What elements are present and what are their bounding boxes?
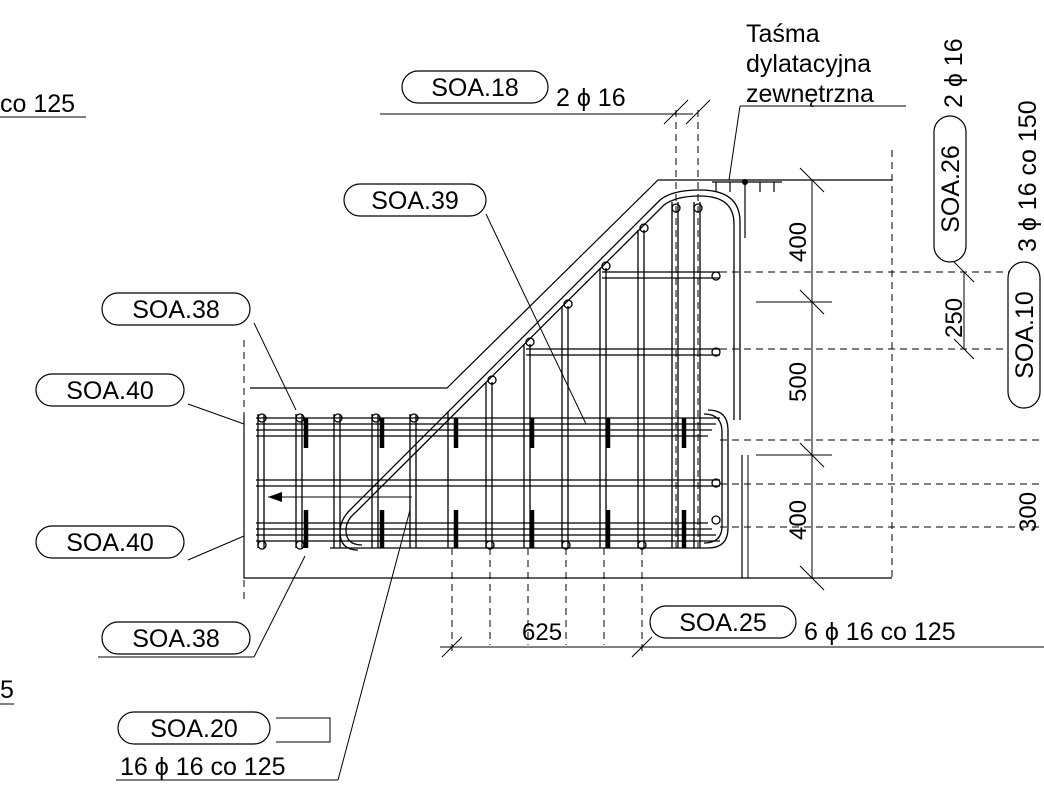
leader-lines bbox=[0, 113, 1044, 781]
soa25-label: SOA.25 bbox=[679, 609, 767, 637]
soa40-bottom-callout: SOA.40 bbox=[35, 525, 185, 559]
soa26-label: SOA.26 bbox=[937, 145, 965, 233]
soa25-bars: 6 ϕ 16 co 125 bbox=[804, 618, 956, 646]
soa26-bars: 2 ϕ 16 bbox=[940, 38, 968, 108]
dim-400-top: 400 bbox=[785, 222, 812, 262]
tape-line3: zewnętrzna bbox=[746, 80, 874, 108]
dimension-lines bbox=[440, 99, 975, 658]
tape-line2: dylatacyjna bbox=[746, 50, 871, 78]
soa10-callout: SOA.10 bbox=[1007, 261, 1041, 409]
soa25-callout: SOA.25 6 ϕ 16 co 125 625 bbox=[522, 605, 956, 646]
soa38-top-callout: SOA.38 bbox=[101, 292, 251, 326]
dim-500: 500 bbox=[785, 362, 812, 402]
soa20-bars: 16 ϕ 16 co 125 bbox=[120, 753, 286, 781]
soa40-top-callout: SOA.40 bbox=[35, 373, 185, 407]
soa26-callout: SOA.26 bbox=[933, 115, 967, 263]
soa38-bottom-callout: SOA.38 bbox=[101, 621, 251, 655]
concrete-outline bbox=[243, 179, 892, 579]
tape-line1: Taśma bbox=[746, 20, 820, 48]
soa10-label: SOA.10 bbox=[1011, 291, 1039, 379]
tape-label: Taśma dylatacyjna zewnętrzna bbox=[746, 20, 874, 108]
soa40-bottom-label: SOA.40 bbox=[66, 529, 154, 557]
soa10-bars: 3 ϕ 16 co 150 bbox=[1014, 100, 1042, 252]
soa39-label: SOA.39 bbox=[371, 187, 459, 215]
soa39-callout: SOA.39 bbox=[343, 183, 487, 217]
soa20-callout: SOA.20 16 ϕ 16 co 125 bbox=[117, 711, 286, 781]
soa40-top-label: SOA.40 bbox=[66, 377, 154, 405]
soa20-label: SOA.20 bbox=[150, 715, 238, 743]
soa18-callout: SOA.18 2 ϕ 16 bbox=[401, 70, 626, 112]
left-top-fragment: co 125 bbox=[0, 90, 75, 118]
soa18-bars: 2 ϕ 16 bbox=[556, 84, 626, 112]
dim-300: 300 bbox=[1015, 492, 1042, 532]
dashed-reference-lines bbox=[243, 110, 1044, 655]
dim-625: 625 bbox=[522, 619, 562, 646]
bar-sections bbox=[257, 203, 721, 550]
dim-250: 250 bbox=[941, 298, 968, 338]
soa38-top-label: SOA.38 bbox=[132, 296, 220, 324]
reinforcement-bars bbox=[256, 189, 741, 551]
dilatation-tape bbox=[712, 105, 906, 238]
dim-400-bottom: 400 bbox=[785, 500, 812, 540]
soa18-label: SOA.18 bbox=[431, 74, 519, 102]
soa38-bottom-label: SOA.38 bbox=[132, 625, 220, 653]
left-bottom-fragment: 5 bbox=[0, 676, 14, 704]
